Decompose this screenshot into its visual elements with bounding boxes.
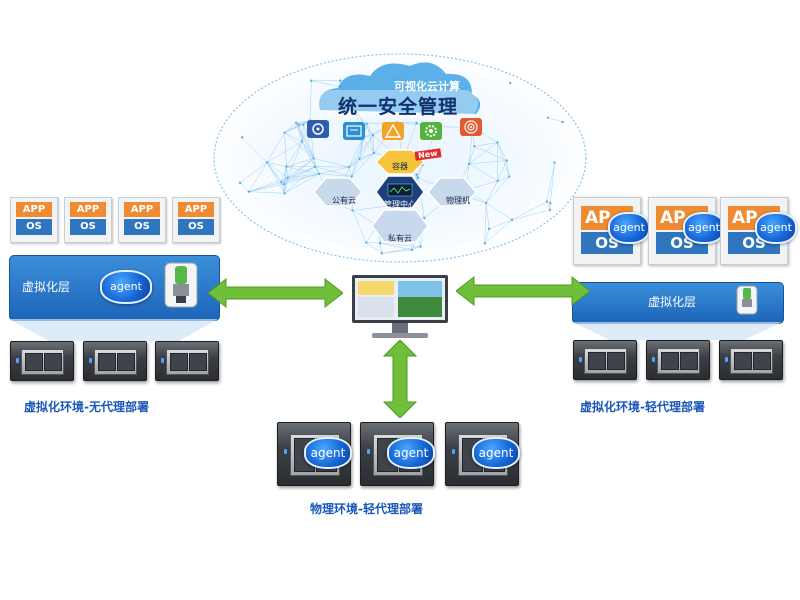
left-layer-label: 虚拟化层 [22, 280, 71, 294]
drive-slot [170, 353, 188, 371]
server-led [452, 449, 455, 454]
agent-badge: agent [387, 437, 435, 469]
rack-server-with-agent: agent [277, 422, 352, 486]
management-monitor [352, 275, 448, 338]
vertical-bidirectional-arrow [382, 340, 418, 418]
left-bidirectional-arrow [208, 277, 343, 309]
os-label: OS [124, 219, 160, 235]
left-section-caption: 虚拟化环境-无代理部署 [24, 400, 149, 414]
rack-server-with-agent: agent [445, 422, 520, 486]
drive-slot [44, 353, 62, 371]
cloud-subtitle: 可视化云计算 [394, 80, 460, 93]
hex-label-private-cloud: 私有云 [388, 234, 412, 243]
agent-badge: agent [472, 437, 520, 469]
hex-label-public-cloud: 公有云 [332, 196, 356, 205]
drive-slot [588, 352, 606, 370]
right-layer-funnel [572, 322, 782, 340]
agent-badge: agent [683, 212, 725, 244]
server-led [284, 449, 287, 454]
server-panel [584, 348, 627, 374]
agent-badge: agent [608, 212, 650, 244]
drive-slot [734, 352, 752, 370]
rack-server [646, 340, 710, 380]
app-label: APP [124, 202, 160, 217]
drive-slot [189, 353, 207, 371]
hex-label-management-center: 管理中心 [384, 200, 416, 209]
security-module-icon [164, 262, 198, 308]
server-panel [657, 348, 700, 374]
rack-server [719, 340, 783, 380]
rack-server [573, 340, 637, 380]
hex-label-physical-machine: 物理机 [446, 196, 470, 205]
left-agent-badge: agent [100, 270, 152, 304]
app-os-box: APP OS [10, 197, 58, 243]
server-panel [94, 349, 137, 375]
os-label: OS [70, 219, 106, 235]
app-os-box: APP OS [118, 197, 166, 243]
server-panel [730, 348, 773, 374]
biohazard-icon [307, 120, 329, 138]
hexagon-cluster [313, 149, 477, 243]
os-label: OS [16, 219, 52, 235]
server-led [579, 357, 582, 362]
server-panel [166, 349, 209, 375]
rack-server-with-agent: agent [360, 422, 435, 486]
right-section-caption: 虚拟化环境-轻代理部署 [580, 400, 705, 414]
drive-slot [98, 353, 116, 371]
server-led [725, 357, 728, 362]
right-layer-label: 虚拟化层 [648, 295, 697, 309]
left-layer-funnel [9, 319, 218, 341]
gear-icon [420, 122, 442, 140]
server-led [16, 358, 19, 363]
hex-label-container: 容器 [392, 162, 408, 171]
app-label: APP [178, 202, 214, 217]
drive-slot [117, 353, 135, 371]
right-security-module-icon [736, 285, 758, 315]
os-label: OS [178, 219, 214, 235]
agent-badge: agent [755, 212, 797, 244]
alert-icon [382, 122, 404, 140]
app-label: APP [70, 202, 106, 217]
rack-server [155, 341, 219, 381]
server-led [89, 358, 92, 363]
server-led [161, 358, 164, 363]
drive-slot [607, 352, 625, 370]
target-icon [460, 118, 482, 136]
drive-slot [661, 352, 679, 370]
server-led [652, 357, 655, 362]
drive-slot [680, 352, 698, 370]
server-led [367, 449, 370, 454]
drive-slot [753, 352, 771, 370]
server-panel [21, 349, 64, 375]
rack-server [83, 341, 147, 381]
right-bidirectional-arrow [456, 275, 590, 307]
app-os-box: APP OS [172, 197, 220, 243]
cloud-title: 统一安全管理 [337, 96, 458, 118]
app-os-box: APP OS [64, 197, 112, 243]
terminal-icon [343, 122, 365, 140]
rack-server [10, 341, 74, 381]
bottom-section-caption: 物理环境-轻代理部署 [310, 502, 423, 516]
drive-slot [25, 353, 43, 371]
agent-badge: agent [304, 437, 352, 469]
app-label: APP [16, 202, 52, 217]
